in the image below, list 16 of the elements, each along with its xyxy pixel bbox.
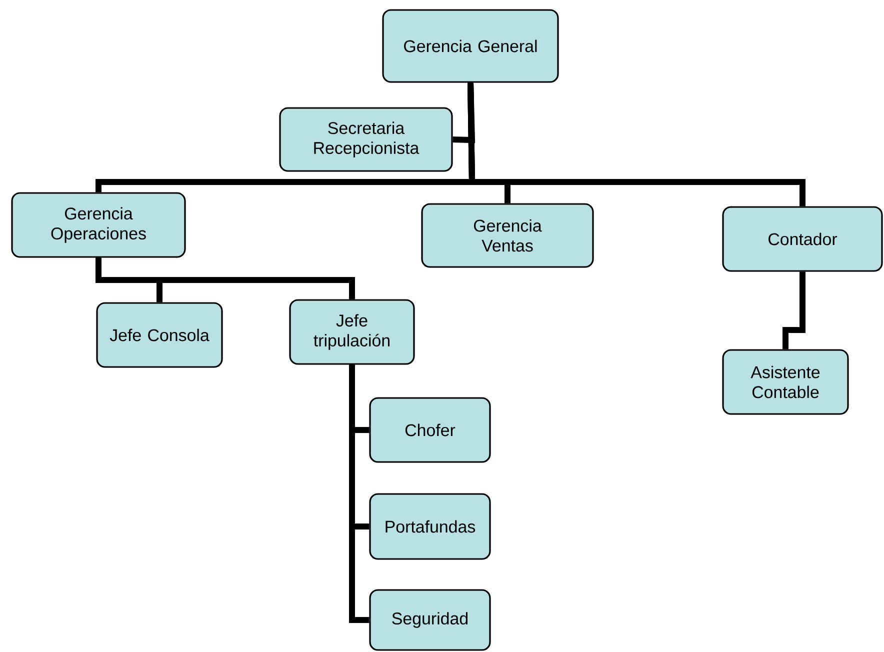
connector-line	[782, 272, 806, 350]
connector-line	[468, 82, 806, 206]
connector-line	[452, 82, 476, 144]
position-box: Contador	[722, 206, 883, 272]
position-box: Jefe tripulación	[289, 299, 415, 365]
position-box: Portafundas	[369, 493, 491, 560]
connector-line	[96, 258, 355, 300]
position-box: Seguridad	[369, 589, 491, 651]
position-box: Jefe Consola	[96, 302, 223, 368]
position-box: Asistente Contable	[722, 349, 849, 415]
position-box: Chofer	[369, 397, 491, 463]
position-box: Gerencia General	[382, 9, 559, 83]
position-box: Gerencia Operaciones	[11, 192, 186, 258]
connector-line	[349, 364, 370, 623]
position-box: Gerencia Ventas	[421, 203, 594, 268]
position-box: Secretaria Recepcionista	[279, 107, 453, 172]
